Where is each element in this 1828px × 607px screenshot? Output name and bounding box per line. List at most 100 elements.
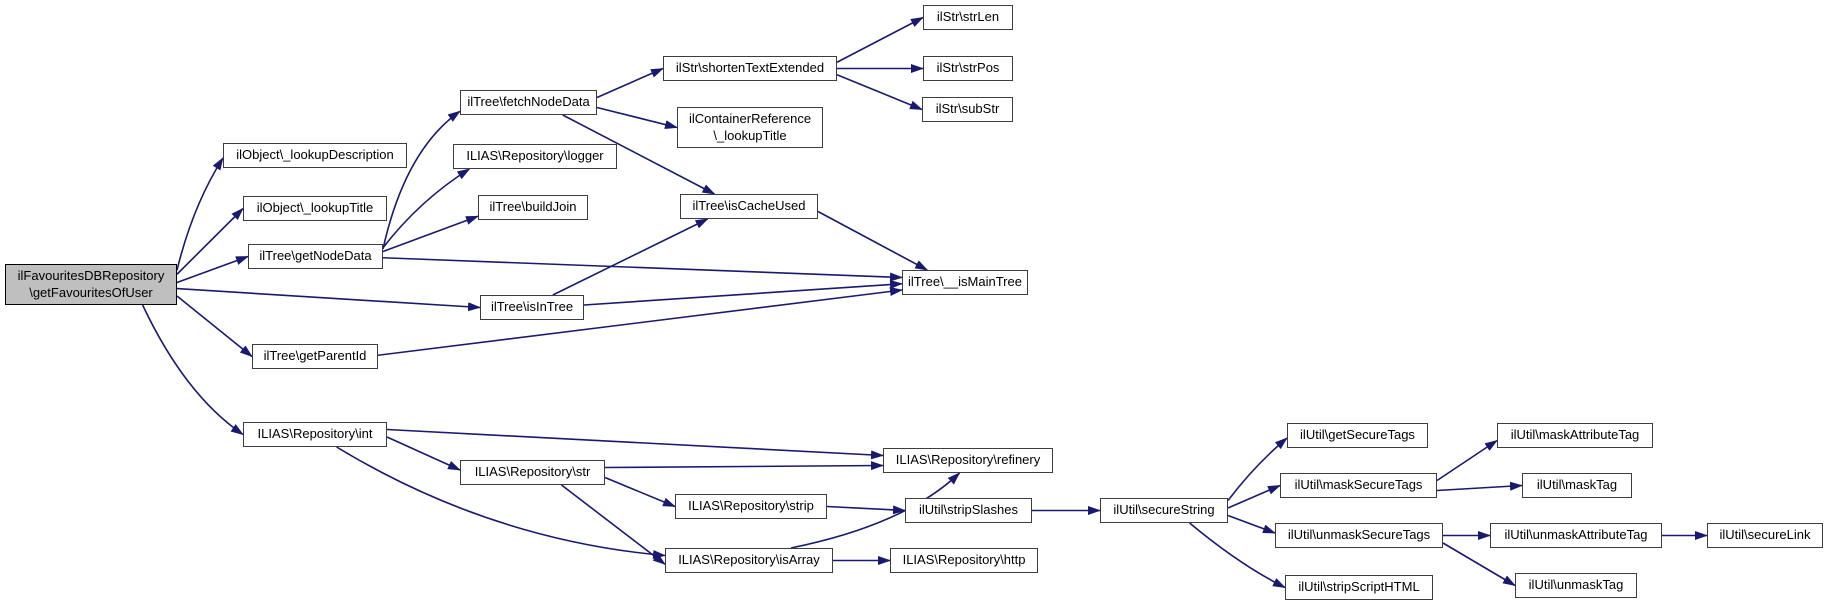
node-stripSlashes[interactable]: ilUtil\stripSlashes (905, 498, 1032, 523)
edge-shortenTextExtended-subStr (836, 74, 923, 111)
edge-isInTree-isCacheUsed (552, 218, 709, 296)
node-label: ilUtil\stripScriptHTML (1298, 579, 1420, 595)
edge-strip-stripSlashes (826, 505, 906, 515)
edge-fetchNodeData-isCacheUsed (562, 114, 716, 195)
node-strPos[interactable]: ilStr\strPos (923, 56, 1013, 81)
node-getSecureTags[interactable]: ilUtil\getSecureTags (1287, 423, 1428, 448)
edge-secureString-stripScriptHTML (1189, 522, 1286, 589)
node-label: ilTree\isInTree (490, 299, 574, 315)
edge-isCacheUsed-isMainTree (817, 210, 929, 271)
edge-maskSecureTags-maskTag (1436, 481, 1523, 492)
edge-maskSecureTags-maskAttributeTag (1436, 439, 1498, 482)
node-label: ilTree\isCacheUsed (692, 198, 806, 214)
node-label: ilUtil\unmaskAttributeTag (1504, 527, 1648, 543)
node-shortenTextExtended[interactable]: ilStr\shortenTextExtended (663, 56, 837, 81)
node-label: ilObject\_lookupDescription (236, 147, 394, 163)
edge-getNodeData-isMainTree (382, 256, 903, 282)
node-isMainTree[interactable]: ilTree\__isMainTree (902, 270, 1028, 295)
node-label: ilUtil\secureLink (1719, 527, 1811, 543)
node-label: ILIAS\Repository\logger (466, 148, 604, 164)
edge-fetchNodeData-shortenTextExtended (596, 67, 664, 99)
edge-int-refinery (386, 428, 884, 460)
edge-getNodeData-buildJoin (382, 215, 479, 253)
edge-root-lookupDescription (176, 157, 224, 271)
node-subStr[interactable]: ilStr\subStr (922, 97, 1013, 122)
node-label: ilFavouritesDBRepository \getFavouritesO… (17, 267, 165, 300)
node-refinery[interactable]: ILIAS\Repository\refinery (883, 448, 1053, 473)
node-label: ILIAS\Repository\int (257, 426, 373, 442)
node-buildJoin[interactable]: ilTree\buildJoin (478, 195, 588, 220)
node-label: ilUtil\stripSlashes (919, 502, 1018, 518)
node-label: ilContainerReference \_lookupTitle (688, 110, 812, 143)
node-stripScriptHTML[interactable]: ilUtil\stripScriptHTML (1285, 575, 1433, 600)
node-int[interactable]: ILIAS\Repository\int (243, 422, 387, 447)
node-label: ILIAS\Repository\isArray (678, 552, 820, 568)
node-label: ILIAS\Repository\refinery (895, 452, 1041, 468)
edge-root-getParentId (176, 295, 253, 358)
node-label: ilTree\fetchNodeData (467, 94, 590, 110)
node-logger[interactable]: ILIAS\Repository\logger (453, 144, 617, 169)
node-label: ilStr\shortenTextExtended (675, 60, 825, 76)
node-label: ilObject\_lookupTitle (256, 200, 374, 216)
node-secureString[interactable]: ilUtil\secureString (1100, 498, 1228, 523)
node-label: ILIAS\Repository\str (474, 464, 591, 480)
node-maskTag[interactable]: ilUtil\maskTag (1522, 473, 1632, 498)
node-label: ilUtil\maskSecureTags (1294, 477, 1423, 493)
node-maskSecureTags[interactable]: ilUtil\maskSecureTags (1280, 473, 1437, 498)
edge-fetchNodeData-containerRefLookupTitle (596, 106, 678, 129)
edge-shortenTextExtended-strLen (836, 16, 924, 63)
node-label: ilUtil\maskTag (1536, 477, 1618, 493)
node-isInTree[interactable]: ilTree\isInTree (480, 295, 584, 320)
node-label: ilTree\getParentId (263, 348, 367, 364)
edge-isArray-refinery (790, 472, 961, 549)
node-label: ilUtil\unmaskSecureTags (1287, 527, 1431, 543)
edge-root-lookupTitle (176, 207, 244, 275)
edge-secureString-getSecureTags (1227, 437, 1288, 501)
node-lookupTitle[interactable]: ilObject\_lookupTitle (243, 196, 387, 221)
node-strip[interactable]: ILIAS\Repository\strip (675, 494, 827, 519)
node-label: ilStr\strLen (936, 9, 1000, 25)
edge-unmaskSecureTags-unmaskTag (1442, 542, 1516, 587)
node-label: ilStr\subStr (935, 101, 1000, 117)
edge-root-isInTree (176, 287, 481, 312)
node-label: ILIAS\Repository\http (902, 552, 1026, 568)
edge-str-strip (604, 476, 676, 508)
node-lookupDescription[interactable]: ilObject\_lookupDescription (223, 143, 407, 168)
node-root[interactable]: ilFavouritesDBRepository \getFavouritesO… (5, 264, 177, 305)
edge-int-str (386, 436, 461, 471)
node-str[interactable]: ILIAS\Repository\str (460, 460, 605, 485)
node-isArray[interactable]: ILIAS\Repository\isArray (665, 548, 833, 573)
node-label: ilUtil\getSecureTags (1300, 427, 1415, 443)
node-getParentId[interactable]: ilTree\getParentId (252, 344, 378, 369)
node-isCacheUsed[interactable]: ilTree\isCacheUsed (680, 194, 818, 219)
node-fetchNodeData[interactable]: ilTree\fetchNodeData (460, 90, 597, 115)
node-label: ilTree\getNodeData (259, 248, 372, 264)
edge-getNodeData-fetchNodeData (382, 110, 461, 250)
node-label: ILIAS\Repository\strip (688, 498, 814, 514)
edge-int-isArray (336, 446, 666, 559)
edge-getNodeData-logger (382, 168, 471, 249)
node-unmaskSecureTags[interactable]: ilUtil\unmaskSecureTags (1275, 523, 1443, 548)
edge-str-refinery (604, 461, 884, 471)
node-containerRefLookupTitle[interactable]: ilContainerReference \_lookupTitle (677, 107, 823, 148)
node-label: ilUtil\unmaskTag (1528, 577, 1624, 593)
edge-isInTree-isMainTree (583, 280, 903, 306)
node-unmaskTag[interactable]: ilUtil\unmaskTag (1515, 573, 1637, 598)
node-label: ilStr\strPos (936, 60, 1000, 76)
node-secureLink[interactable]: ilUtil\secureLink (1707, 523, 1823, 548)
edge-secureString-maskSecureTags (1227, 484, 1281, 509)
node-label: ilUtil\maskAttributeTag (1510, 427, 1640, 443)
node-getNodeData[interactable]: ilTree\getNodeData (248, 244, 383, 269)
node-maskAttributeTag[interactable]: ilUtil\maskAttributeTag (1497, 423, 1653, 448)
node-strLen[interactable]: ilStr\strLen (923, 5, 1013, 30)
edge-root-getNodeData (176, 255, 249, 284)
node-http[interactable]: ILIAS\Repository\http (890, 548, 1038, 573)
node-unmaskAttributeTag[interactable]: ilUtil\unmaskAttributeTag (1490, 523, 1662, 548)
edges-group (141, 16, 1708, 589)
node-label: ilUtil\secureString (1113, 502, 1215, 518)
edge-secureString-unmaskSecureTags (1227, 514, 1276, 534)
edge-str-isArray (561, 484, 666, 565)
edge-getParentId-isMainTree (377, 287, 903, 357)
